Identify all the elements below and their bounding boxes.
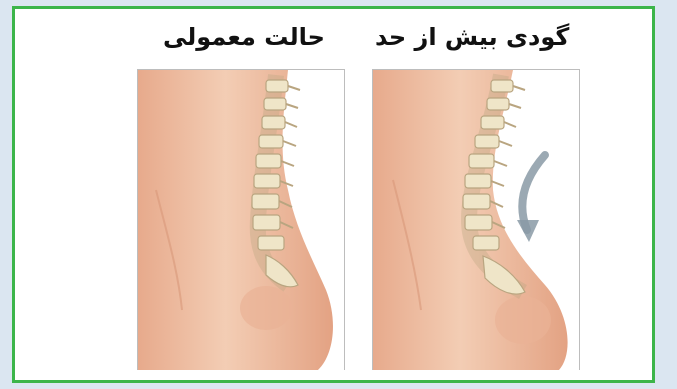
- hip-shadow: [495, 296, 551, 344]
- normal-posture-label: حالت معمولی: [163, 23, 325, 51]
- normal-spine-panel: [137, 69, 345, 370]
- hip-shadow: [240, 286, 292, 330]
- normal-torso-illustration: [138, 70, 344, 370]
- curve-arrow-icon: [517, 155, 545, 242]
- lordosis-torso-illustration: [373, 70, 579, 370]
- excessive-curve-label: گودی بیش از حد: [375, 23, 569, 51]
- torso-silhouette: [138, 70, 333, 370]
- illustration-frame: حالت معمولی گودی بیش از حد: [12, 6, 655, 383]
- excessive-curve-panel: [372, 69, 580, 370]
